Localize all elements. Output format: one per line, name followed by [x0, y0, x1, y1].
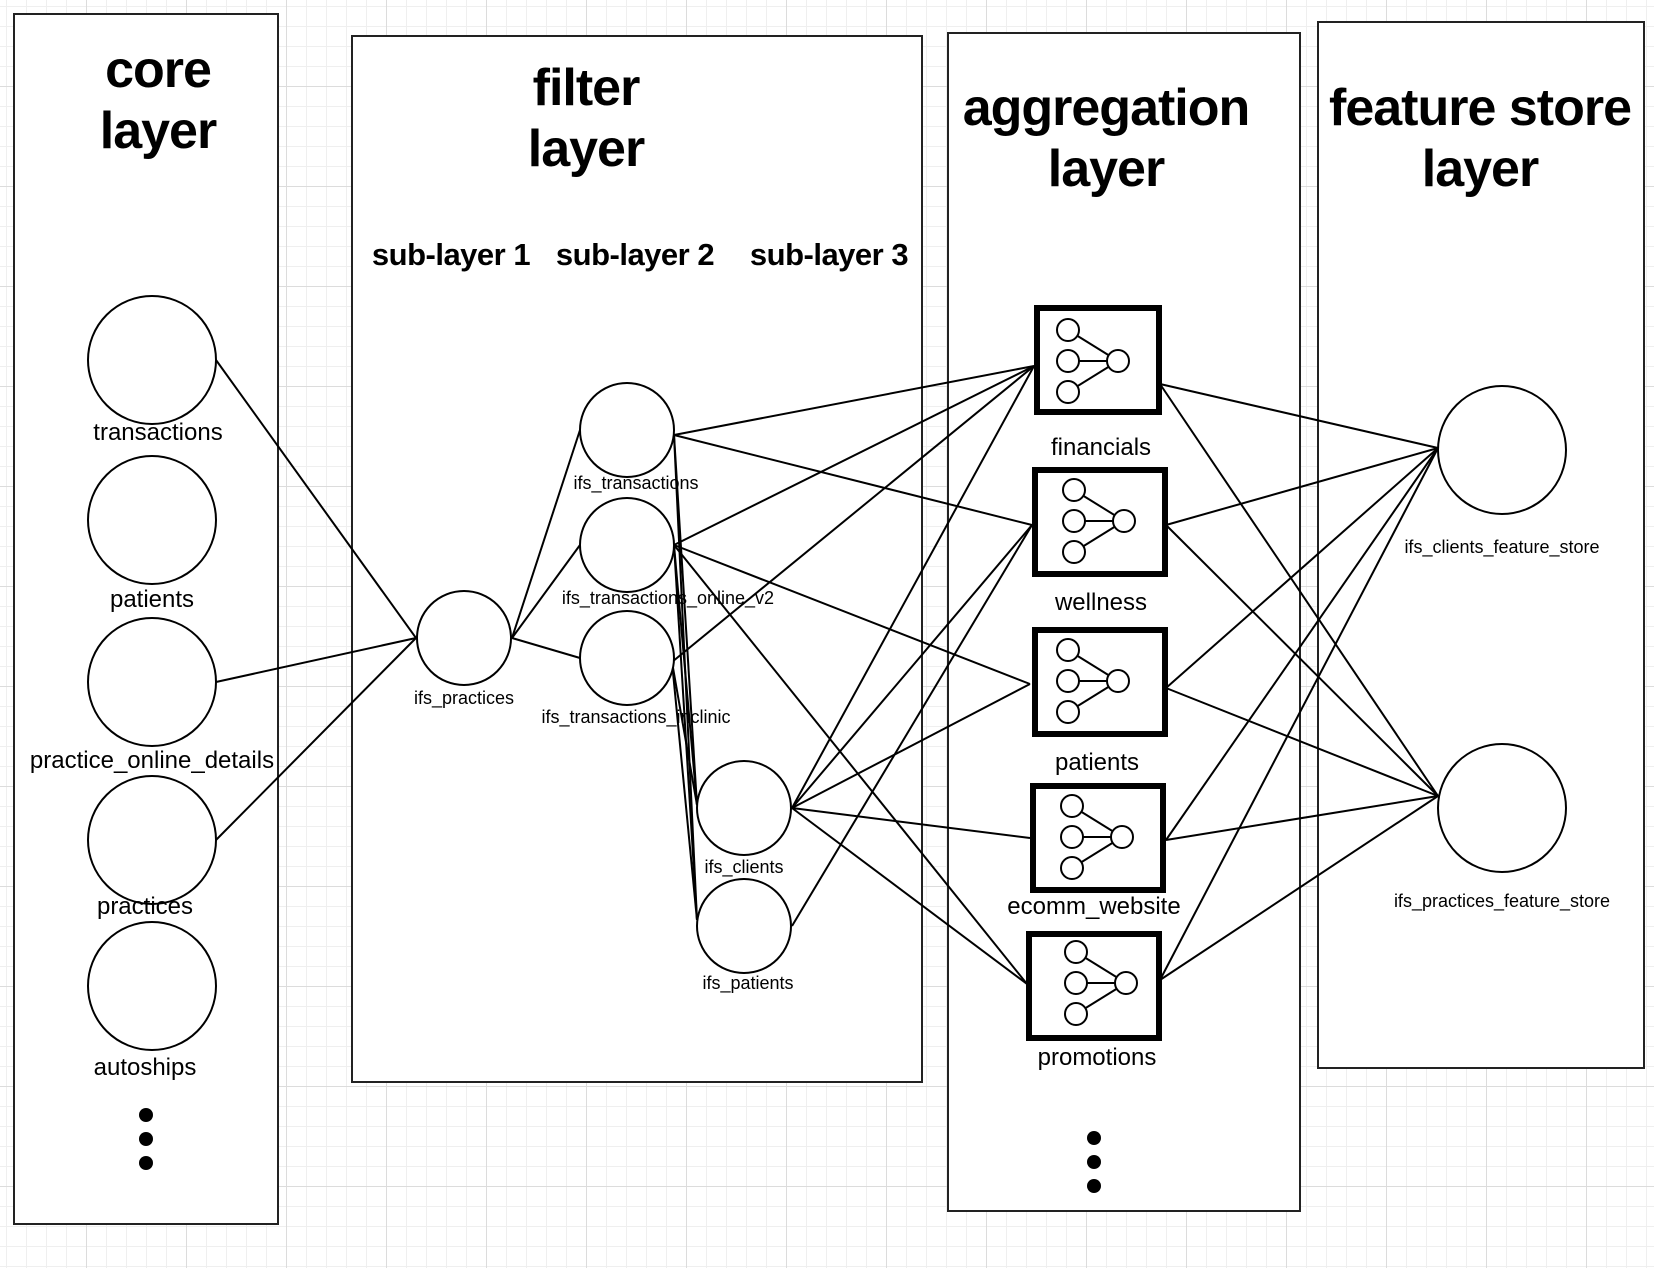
- node-ifs-patients: [696, 878, 792, 974]
- edge-promotions-to-ifs-practices-feature-store: [1159, 795, 1439, 981]
- node-ifs-clients-feature-store: [1437, 385, 1567, 515]
- edge-ifs-clients-to-ecomm-website: [791, 807, 1031, 839]
- node-autoships: [87, 921, 217, 1051]
- edge-ecomm-website-to-ifs-clients-feature-store: [1165, 447, 1439, 841]
- node-ifs-clients: [696, 760, 792, 856]
- ellipsis-vertical-icon: [1087, 1131, 1101, 1193]
- node-label-ifs-practices-feature-store: ifs_practices_feature_store: [1394, 891, 1610, 912]
- node-label-ifs-transactions-online-v2: ifs_transactions_online_v2: [562, 588, 774, 609]
- node-agg-patients: [1032, 627, 1168, 737]
- node-financials: [1034, 305, 1162, 415]
- edge-financials-to-ifs-clients-feature-store: [1159, 383, 1439, 449]
- aggregation-layer-title-line2: layer: [1048, 140, 1165, 198]
- sub-layer-2-heading: sub-layer 2: [556, 237, 714, 272]
- node-patients: [87, 455, 217, 585]
- edge-ifs-transactions-to-wellness: [673, 434, 1033, 526]
- core-layer-title-line1: core: [105, 41, 211, 99]
- node-transactions: [87, 295, 217, 425]
- edge-agg-patients-to-ifs-clients-feature-store: [1165, 447, 1439, 689]
- edge-financials-to-ifs-practices-feature-store: [1159, 383, 1439, 797]
- node-label-wellness: wellness: [1054, 589, 1147, 616]
- node-practice-online-details: [87, 617, 217, 747]
- node-label-financials: financials: [1051, 434, 1151, 461]
- edge-ifs-practices-to-ifs-transactions: [511, 429, 581, 639]
- edge-practice-online-details-to-ifs-practices: [215, 637, 417, 683]
- node-label-autoships: autoships: [94, 1054, 197, 1081]
- feature-store-layer-title-line2: layer: [1422, 140, 1539, 198]
- ellipsis-vertical-icon: [139, 1108, 153, 1170]
- neural-network-icon: [1056, 318, 1130, 404]
- edge-ifs-clients-to-wellness: [791, 524, 1033, 809]
- node-ifs-transactions-inclinic: [579, 610, 675, 706]
- node-promotions: [1026, 931, 1162, 1041]
- neural-network-icon: [1062, 478, 1136, 564]
- node-label-ifs-clients: ifs_clients: [704, 857, 783, 878]
- edge-ifs-clients-to-agg-patients: [791, 683, 1031, 809]
- node-label-ifs-clients-feature-store: ifs_clients_feature_store: [1404, 537, 1599, 558]
- edge-ifs-transactions-online-v2-to-agg-patients: [673, 544, 1031, 685]
- edge-agg-patients-to-ifs-practices-feature-store: [1165, 687, 1439, 797]
- node-label-promotions: promotions: [1038, 1044, 1157, 1071]
- filter-layer-title-line1: filter: [533, 59, 640, 117]
- edge-ifs-transactions-online-v2-to-ifs-patients: [673, 544, 698, 921]
- node-label-ifs-transactions-inclinic: ifs_transactions_inclinic: [541, 707, 730, 728]
- core-layer-title-line2: layer: [100, 102, 217, 160]
- edge-ifs-practices-to-ifs-transactions-inclinic: [511, 637, 581, 659]
- edge-transactions-to-ifs-practices: [215, 359, 417, 639]
- edge-ifs-practices-to-ifs-transactions-online-v2: [511, 544, 581, 639]
- node-label-ifs-practices: ifs_practices: [414, 688, 514, 709]
- neural-network-icon: [1056, 638, 1130, 724]
- node-ifs-transactions-online-v2: [579, 497, 675, 593]
- edge-ifs-transactions-inclinic-to-ifs-patients: [671, 661, 698, 921]
- aggregation-layer-title-line1: aggregation: [963, 79, 1250, 137]
- edge-practices-to-ifs-practices: [215, 637, 417, 841]
- node-label-practice-online-details: practice_online_details: [30, 747, 274, 774]
- node-ifs-practices-feature-store: [1437, 743, 1567, 873]
- node-label-agg-patients: patients: [1055, 749, 1139, 776]
- edge-ifs-clients-to-promotions: [791, 807, 1028, 985]
- edge-ecomm-website-to-ifs-practices-feature-store: [1165, 795, 1439, 841]
- node-practices: [87, 775, 217, 905]
- edge-wellness-to-ifs-clients-feature-store: [1165, 447, 1439, 526]
- edge-promotions-to-ifs-clients-feature-store: [1159, 447, 1439, 981]
- feature-store-layer-title-line1: feature store: [1329, 79, 1631, 137]
- node-ecomm-website: [1030, 783, 1166, 893]
- edge-ifs-transactions-inclinic-to-financials: [671, 365, 1035, 663]
- node-label-ifs-patients: ifs_patients: [702, 973, 793, 994]
- edge-ifs-clients-to-financials: [791, 365, 1035, 809]
- node-ifs-transactions: [579, 382, 675, 478]
- edge-ifs-transactions-online-v2-to-promotions: [673, 544, 1028, 985]
- edge-ifs-transactions-inclinic-to-ifs-clients: [671, 661, 698, 806]
- filter-layer-title-line2: layer: [528, 120, 645, 178]
- node-label-practices: practices: [97, 893, 193, 920]
- neural-network-icon: [1060, 794, 1134, 880]
- edge-ifs-transactions-online-v2-to-financials: [673, 365, 1035, 546]
- neural-network-icon: [1064, 940, 1138, 1026]
- edge-ifs-transactions-online-v2-to-ifs-clients: [673, 544, 698, 806]
- edges-group: [215, 359, 1439, 985]
- node-wellness: [1032, 467, 1168, 577]
- feature-store-layer-panel: [1317, 21, 1645, 1069]
- node-label-patients: patients: [110, 586, 194, 613]
- edge-ifs-transactions-to-financials: [673, 365, 1035, 436]
- edge-wellness-to-ifs-practices-feature-store: [1165, 524, 1439, 797]
- node-ifs-practices: [416, 590, 512, 686]
- node-label-ecomm-website: ecomm_website: [1007, 893, 1180, 920]
- node-label-ifs-transactions: ifs_transactions: [573, 473, 698, 494]
- node-label-transactions: transactions: [93, 419, 222, 446]
- sub-layer-3-heading: sub-layer 3: [750, 237, 908, 272]
- edge-ifs-patients-to-wellness: [791, 524, 1033, 927]
- sub-layer-1-heading: sub-layer 1: [372, 237, 530, 272]
